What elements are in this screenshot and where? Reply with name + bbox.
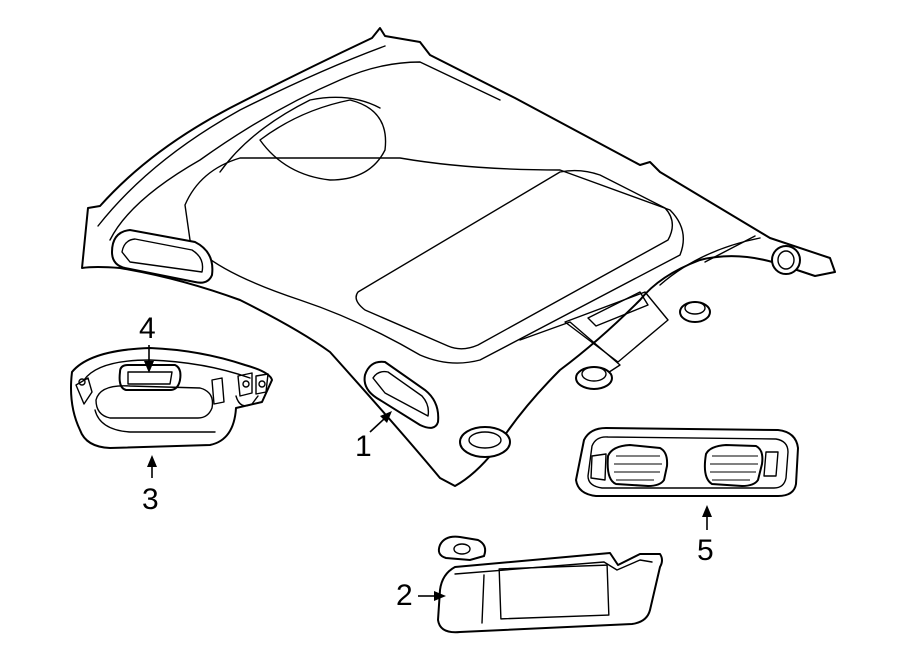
overhead-console-part xyxy=(70,347,273,449)
sun-visor-part xyxy=(437,535,663,634)
callout-number: 3 xyxy=(142,483,159,516)
callout-4: 4 xyxy=(139,312,156,373)
callout-5: 5 xyxy=(697,505,714,567)
dome-lamp-part xyxy=(575,427,799,497)
callout-2: 2 xyxy=(396,579,446,612)
callout-1: 1 xyxy=(355,411,392,463)
callout-number: 5 xyxy=(697,534,714,567)
headliner-part xyxy=(81,27,836,487)
callout-number: 1 xyxy=(355,430,372,463)
callout-number: 2 xyxy=(396,579,413,612)
callout-number: 4 xyxy=(139,312,156,345)
callout-3: 3 xyxy=(142,455,159,516)
